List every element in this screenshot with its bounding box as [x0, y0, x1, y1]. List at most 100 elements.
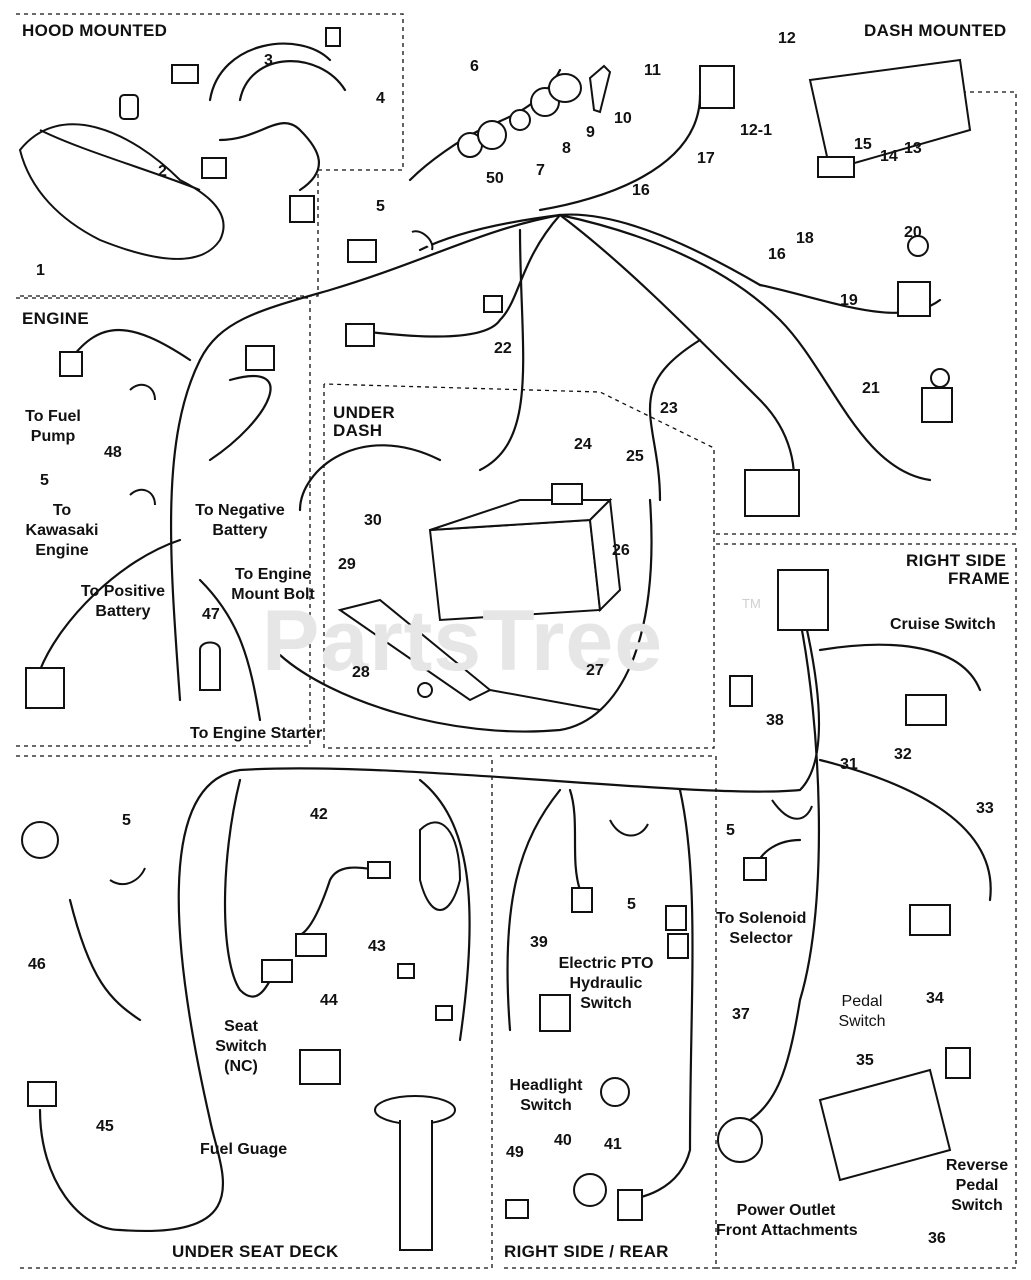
part-number: 27: [586, 662, 604, 679]
engine-fuel-pump-wire: [68, 329, 192, 362]
under-seat-section-border: [16, 755, 493, 1269]
connector-11: [699, 65, 735, 109]
connector-under-seat-2: [261, 959, 293, 983]
clip-5-dash: [411, 230, 434, 251]
callout-to-fuel-pump-line1: To Fuel: [25, 408, 81, 425]
nut-under-seat-a: [397, 963, 415, 979]
section-engine: ENGINE: [22, 309, 89, 328]
section-right-side-rear: RIGHT SIDE / REAR: [504, 1242, 669, 1261]
part-number: 18: [796, 230, 814, 247]
connector-under-seat: [295, 933, 327, 957]
part-number: 11: [644, 62, 661, 79]
part-number: 3: [264, 52, 273, 69]
engine-starter-wire: [198, 578, 262, 722]
clip-5-engine-a: [129, 383, 156, 401]
connector-41: [617, 1189, 643, 1221]
battery-cable-26: [278, 498, 653, 733]
callout-headlight-switch-line1: Headlight: [509, 1077, 583, 1094]
callout-to-negative-battery-line2: Battery: [212, 522, 268, 539]
dash-panel-12: [808, 58, 972, 172]
fuel-pump-connector: [59, 351, 83, 377]
wire-to-engine: [348, 213, 562, 338]
part-22: [483, 295, 503, 313]
main-connector-right-frame: [777, 569, 829, 631]
pto-connector: [571, 887, 593, 913]
part-number: 29: [338, 556, 356, 573]
part-number: 26: [612, 542, 630, 559]
headlight-assembly: [18, 123, 225, 260]
callout-to-kawasaki-line3: Engine: [35, 542, 89, 559]
hood-connector-b: [201, 157, 227, 179]
engine-harness-connector: [245, 345, 275, 371]
part-number: 48: [104, 444, 122, 461]
part-number: 46: [28, 956, 46, 973]
section-right-side-frame-line2: FRAME: [948, 569, 1010, 588]
part-number: 16: [632, 182, 650, 199]
part-number: 44: [320, 992, 338, 1009]
section-under-dash-line2: DASH: [333, 421, 383, 440]
part-number: 36: [928, 1230, 946, 1247]
connector-right-rear-2: [667, 933, 689, 959]
part-number: 4: [376, 90, 385, 107]
wire-to-48: [198, 213, 562, 362]
harness-37: [748, 618, 821, 1122]
pedal-bracket-35: [818, 1068, 952, 1182]
callout-to-kawasaki-line2: Kawasaki: [25, 522, 99, 539]
callout-seat-switch-line2: Switch: [215, 1038, 267, 1055]
cruise-switch-wire: [818, 643, 982, 692]
part-number: 50: [486, 170, 504, 187]
hood-wire-3: [208, 42, 347, 102]
part-number: 23: [660, 400, 678, 417]
callout-electric-pto-line3: Switch: [580, 995, 632, 1012]
reverse-pedal-switch-34: [945, 1047, 971, 1079]
main-trunk-2: [558, 213, 795, 502]
section-under-dash-line1: UNDER: [333, 403, 395, 422]
part-number: 42: [310, 806, 328, 823]
part-number: 24: [574, 436, 592, 453]
clip-5-right-rear: [609, 819, 649, 837]
fuel-sender-flange: [374, 1095, 456, 1125]
part-number: 39: [530, 934, 548, 951]
connector-upper-left: [347, 239, 377, 263]
section-right-side-frame-line1: RIGHT SIDE: [906, 551, 1007, 570]
dash-wire-11: [538, 93, 702, 212]
solenoid-connector: [743, 857, 767, 881]
watermark: PartsTree: [262, 593, 664, 689]
callout-electric-pto-line1: Electric PTO: [558, 955, 654, 972]
part-number: 40: [554, 1132, 572, 1149]
part-number: 38: [766, 712, 784, 729]
part-number: 9: [586, 124, 595, 141]
rod-27: [489, 689, 601, 711]
part-number: 34: [926, 990, 944, 1007]
part-number: 5: [40, 472, 49, 489]
section-hood-mounted: HOOD MOUNTED: [22, 21, 168, 40]
main-connector-under-dash: [744, 469, 800, 517]
nut-28: [417, 682, 433, 698]
connector-right-rear: [665, 905, 687, 931]
hood-connector-c: [289, 195, 315, 223]
part-number: 37: [732, 1006, 750, 1023]
button-21: [930, 368, 950, 388]
connector-right-frame-left: [729, 675, 753, 707]
callout-to-fuel-pump-line2: Pump: [30, 428, 76, 445]
part-number: 5: [376, 198, 385, 215]
part-number: 2: [158, 163, 167, 180]
callout-reverse-pedal-switch-line3: Switch: [951, 1197, 1003, 1214]
boot-47: [199, 641, 221, 691]
part-number: 8: [562, 140, 571, 157]
components: [18, 27, 972, 1251]
pedal-switch-body: [909, 904, 951, 936]
part-number: 5: [726, 822, 735, 839]
clip-5-engine-b: [129, 488, 156, 506]
key-switch-washer-7: [509, 109, 531, 131]
bulb-socket: [119, 94, 139, 120]
seat-switch-44: [299, 1049, 341, 1085]
connector-12-1: [817, 156, 855, 178]
part-number: 16: [768, 246, 786, 263]
part-number: 5: [627, 896, 636, 913]
switch-40-upper: [600, 1077, 630, 1107]
headlight-switch-39: [539, 994, 571, 1032]
part-number: 6: [470, 58, 479, 75]
section-dash-mounted: DASH MOUNTED: [864, 21, 1007, 40]
